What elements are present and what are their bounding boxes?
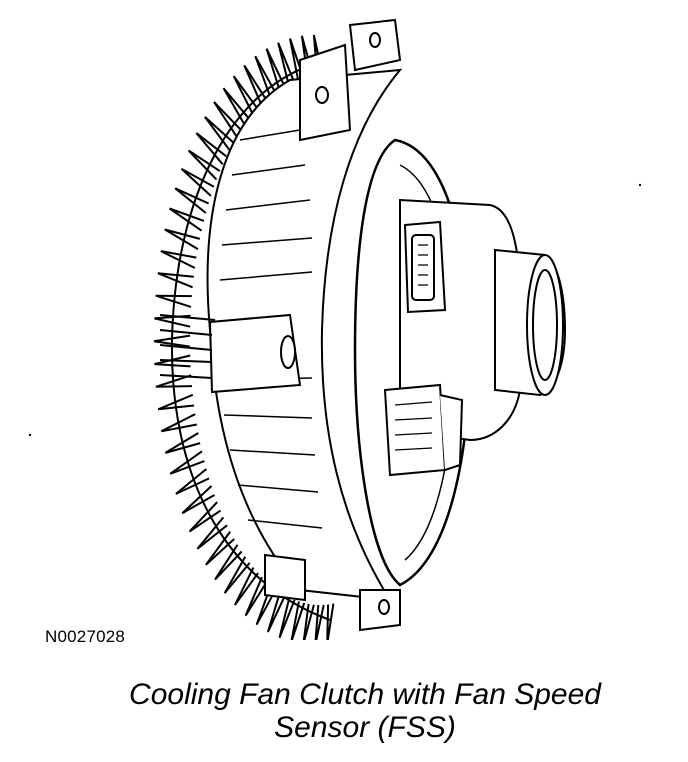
clutch-body	[206, 68, 403, 602]
cooling-fin	[196, 516, 228, 550]
cooling-fin	[204, 116, 234, 151]
mounting-bosses	[264, 18, 402, 632]
caption-line-2: Sensor (FSS)	[274, 711, 456, 744]
cooling-fin	[205, 531, 235, 566]
cooling-fin	[326, 603, 335, 640]
cooling-fin	[169, 207, 205, 232]
sensor-connector	[383, 383, 464, 477]
cooling-fin	[174, 187, 210, 214]
cooling-fin	[244, 576, 268, 617]
cooling-fin	[164, 228, 201, 250]
fan-speed-sensor	[399, 198, 521, 442]
nose-hub	[159, 313, 302, 394]
figure-id-label: N0027028	[45, 627, 126, 646]
pilot-shaft	[494, 248, 567, 397]
cooling-fin	[195, 132, 227, 165]
caption-line-1: Cooling Fan Clutch with Fan Speed	[129, 678, 601, 711]
cooling-fin	[277, 42, 295, 84]
cooling-fins	[153, 34, 335, 640]
fan-clutch-illustration	[28, 18, 642, 640]
scan-specks	[28, 183, 642, 437]
cooling-fin	[314, 604, 325, 640]
cooling-fin	[223, 556, 251, 594]
cooling-fin	[222, 87, 250, 125]
cooling-fin	[234, 567, 259, 606]
cooling-fin	[290, 601, 306, 640]
cooling-fin	[160, 250, 197, 269]
cooling-fin	[266, 591, 287, 633]
cooling-fin	[278, 597, 296, 639]
cooling-fin	[254, 55, 276, 96]
cooling-fin	[265, 48, 286, 89]
housing-outline	[170, 59, 331, 621]
cooling-fin	[181, 485, 215, 515]
figure-caption: Cooling Fan Clutch with Fan Speed Sensor…	[60, 678, 670, 744]
cooling-fin	[175, 468, 210, 495]
cooling-fin	[213, 101, 242, 138]
